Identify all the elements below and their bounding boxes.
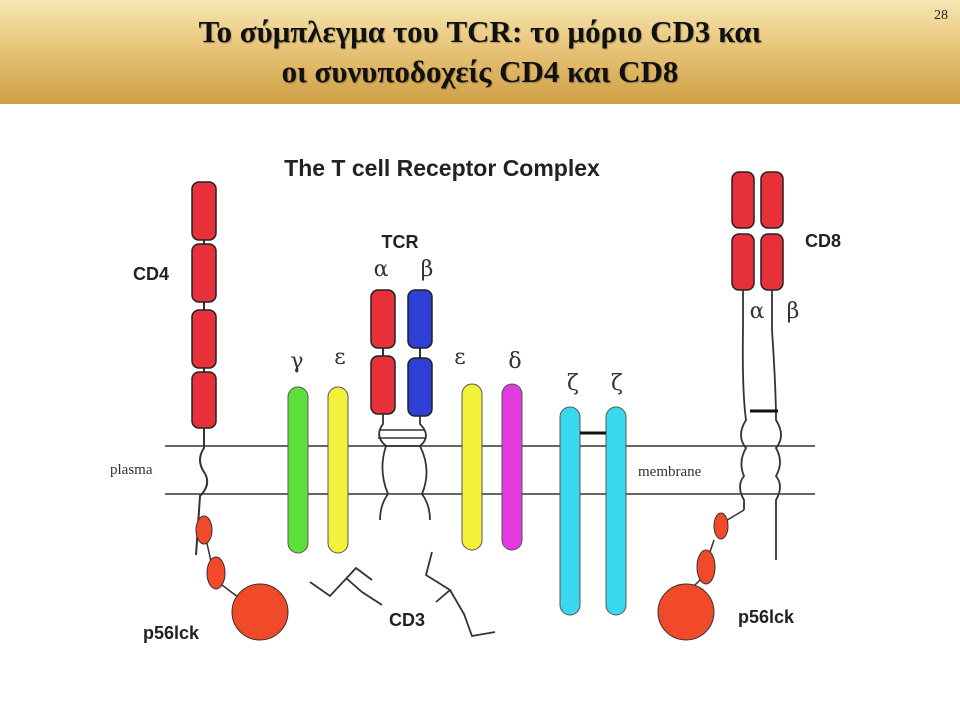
cd3-gamma-epsilon: γ ε xyxy=(287,345,383,606)
delta-label: δ xyxy=(508,349,521,374)
zeta-left-chain xyxy=(559,406,581,616)
tcr-label: TCR xyxy=(382,232,419,252)
plasma-label: plasma xyxy=(110,462,153,478)
epsilon-left-label: ε xyxy=(334,345,345,370)
lck-left-kinase xyxy=(231,583,289,641)
cd4-domain-2 xyxy=(191,243,217,303)
lck-right-kinase xyxy=(657,583,715,641)
gamma-label: γ xyxy=(290,349,303,374)
cd8-alpha-domain-2 xyxy=(731,233,755,291)
cd4-domain-1 xyxy=(191,181,217,241)
p56lck-right-label: p56lck xyxy=(738,607,795,627)
cd8-molecule: CD8 α β xyxy=(731,171,841,560)
cd4-molecule: CD4 xyxy=(133,181,217,556)
cd3-label: CD3 xyxy=(389,610,425,630)
cd8-beta-domain-1 xyxy=(760,171,784,229)
lck-left-small-1 xyxy=(195,515,213,545)
title-line-2: οι συνυποδοχείς CD4 και CD8 xyxy=(281,54,679,89)
cd4-domain-3 xyxy=(191,309,217,369)
membrane-label: membrane xyxy=(638,464,702,480)
cd8-label: CD8 xyxy=(805,231,841,251)
cd3-epsilon-right-chain xyxy=(461,383,483,551)
p56lck-left: p56lck xyxy=(143,515,289,643)
lck-left-small-2 xyxy=(206,556,226,590)
zeta-dimer: ζ ζ xyxy=(559,371,627,616)
cd3-epsilon-delta: ε δ xyxy=(454,345,523,551)
zeta-right-chain xyxy=(605,406,627,616)
slide-number: 28 xyxy=(934,8,948,23)
tcr-heterodimer: TCR α β xyxy=(370,232,434,521)
cd3-gamma-chain xyxy=(287,386,309,554)
lck-right-small-2 xyxy=(696,549,716,585)
title-line-1: Το σύμπλεγμα του TCR: το μόριο CD3 και xyxy=(198,14,762,49)
cd4-tail xyxy=(195,428,209,556)
tcr-beta-v-domain xyxy=(407,289,433,349)
tcr-alpha-v-domain xyxy=(370,289,396,349)
tcr-alpha-c-domain xyxy=(370,355,396,415)
cd8-beta-stalk xyxy=(771,290,782,560)
tcr-beta-label: β xyxy=(421,257,434,282)
cd8-alpha-stalk xyxy=(739,290,748,510)
tcr-alpha-label: α xyxy=(374,257,389,282)
lck-right-small-1 xyxy=(713,512,729,540)
cd3-epsilon-left-chain xyxy=(327,386,349,554)
itam-left-1 xyxy=(309,566,373,598)
cd8-alpha-domain-1 xyxy=(731,171,755,229)
zeta-left-label: ζ xyxy=(567,371,579,396)
tcr-beta-tail xyxy=(419,445,431,521)
tcr-beta-c-domain xyxy=(407,357,433,417)
cd8-alpha-label: α xyxy=(750,299,765,324)
zeta-right-label: ζ xyxy=(611,371,623,396)
diagram-heading: The T cell Receptor Complex xyxy=(284,155,600,181)
itam-left-2 xyxy=(345,577,383,606)
cd8-beta-domain-2 xyxy=(760,233,784,291)
p56lck-right: p56lck xyxy=(657,509,795,641)
cd8-beta-label: β xyxy=(787,299,800,324)
itam-right-2 xyxy=(449,589,496,638)
epsilon-right-label: ε xyxy=(454,345,465,370)
p56lck-left-label: p56lck xyxy=(143,623,200,643)
cd4-label: CD4 xyxy=(133,264,169,284)
cd3-delta-chain xyxy=(501,383,523,551)
tcr-alpha-tail xyxy=(379,445,390,521)
tcr-complex-diagram: The T cell Receptor Complex plasma membr… xyxy=(110,155,841,643)
title-banner: Το σύμπλεγμα του TCR: το μόριο CD3 και ο… xyxy=(0,0,960,104)
cd4-domain-4 xyxy=(191,371,217,429)
slide-title: Το σύμπλεγμα του TCR: το μόριο CD3 και ο… xyxy=(0,12,960,92)
itam-right-1 xyxy=(424,551,452,603)
